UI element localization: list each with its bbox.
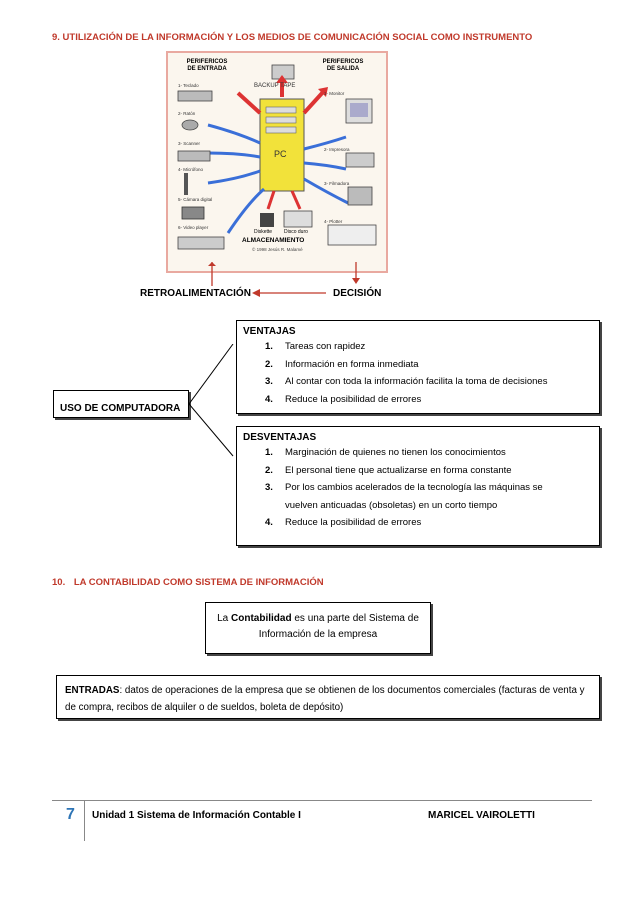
footer-vertical-divider [84,801,85,841]
desventajas-list: 1.Marginación de quienes no tienen los c… [265,444,575,532]
entradas-label: ENTRADAS [65,685,120,696]
input-item: 3- Scanner [178,141,201,146]
desventajas-title: DESVENTAJAS [243,432,317,443]
flow-arrows [208,262,360,297]
input-item: 5- Cámara digital [178,197,213,202]
up-arrow-icon [208,262,216,266]
contabilidad-box: La Contabilidad es una parte del Sistema… [205,602,431,654]
pc-label: PC [274,149,287,159]
uso-computadora-box: USO DE COMPUTADORA [53,390,189,418]
diskette-label: Diskette [254,229,273,235]
entradas-text: : datos de operaciones de la empresa que… [65,685,585,713]
ventajas-title: VENTAJAS [243,326,296,337]
section-10-heading: 10. LA CONTABILIDAD COMO SISTEMA DE INFO… [52,577,324,588]
desventajas-box: DESVENTAJAS 1.Marginación de quienes no … [236,426,600,546]
list-item: 3.Al contar con toda la información faci… [265,376,548,387]
output-item: 4- Plotter [324,219,343,224]
list-item: 4.Reduce la posibilidad de errores [265,393,422,405]
contabilidad-bold: Contabilidad [231,613,292,624]
output-peripherals-title: PERIFERICOS DE SALIDA [322,59,364,72]
list-item: 4.Reduce la posibilidad de errores [265,517,422,528]
figure-copyright: © 1998 Jesús R. Malamé [252,247,303,252]
contabilidad-pre: La [217,613,232,624]
list-item: 1.Tareas con rapidez [265,341,366,352]
retroalimentacion-label: RETROALIMENTACIÓN [140,288,251,299]
entradas-box: ENTRADAS: datos de operaciones de la emp… [56,675,600,719]
list-item: 2.El personal tiene que actualizarse en … [265,464,512,476]
output-item: 2- Impresora [324,147,350,152]
input-item: 4- Micrófono [178,167,204,172]
peripherals-figure: PERIFERICOS DE ENTRADA PERIFERICOS DE SA… [166,51,388,273]
input-item: 6- Video player [178,225,209,230]
storage-title: ALMACENAMIENTO [242,237,305,244]
disk-label: Disco duro [284,229,308,235]
left-arrow-icon [252,289,260,297]
output-item: 1- Monitor [324,91,345,96]
input-peripherals-title: PERIFERICOS DE ENTRADA [186,59,228,72]
branch-lines [189,344,234,457]
ventajas-box: VENTAJAS 1.Tareas con rapidez 2.Informac… [236,320,600,414]
footer-title: Unidad 1 Sistema de Información Contable… [92,810,301,821]
output-item: 3- Filmadora [324,181,350,186]
section-9-heading: 9. UTILIZACIÓN DE LA INFORMACIÓN Y LOS M… [52,32,533,43]
decision-label: DECISIÓN [333,288,382,299]
footer-divider [52,800,592,801]
page-number: 7 [66,806,75,823]
section-10-title: LA CONTABILIDAD COMO SISTEMA DE INFORMAC… [73,577,324,588]
list-item: 2.Información en forma inmediata [265,358,419,370]
list-item: 3.Por los cambios acelerados de la tecno… [265,482,543,511]
footer-author: MARICEL VAIROLETTI [428,810,535,821]
list-item: 1.Marginación de quienes no tienen los c… [265,447,506,458]
contabilidad-post: es una parte del Sistema de Información … [258,613,419,640]
down-arrow-icon [352,278,360,284]
input-item: 1- Teclado [178,83,199,88]
uso-computadora-label: USO DE COMPUTADORA [60,403,181,414]
section-10-number: 10. [52,577,66,588]
peripherals-figure-art [177,64,377,250]
input-item: 2- Ratón [178,111,196,116]
ventajas-list: 1.Tareas con rapidez 2.Información en fo… [265,338,599,408]
backup-tape-label: BACKUP TAPE [254,83,296,89]
